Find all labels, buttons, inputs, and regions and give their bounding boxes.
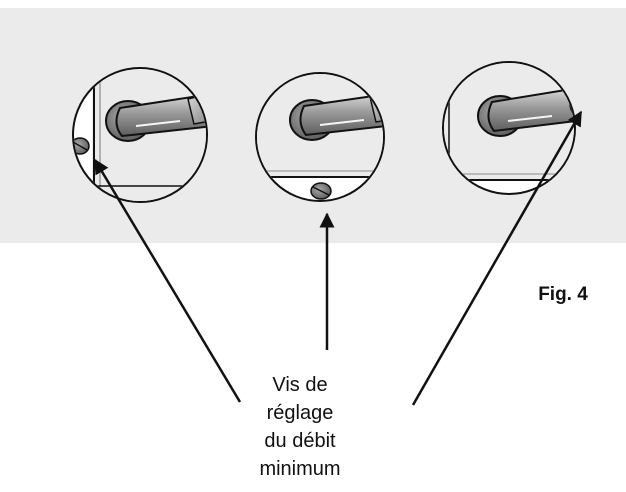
magnifier-circle-right bbox=[442, 61, 576, 195]
caption: Vis de réglage du débit minimum bbox=[259, 374, 340, 480]
pointer-arrow-left bbox=[93, 158, 242, 403]
figure-label: Fig. 4 bbox=[538, 284, 588, 305]
caption-line-2: réglage bbox=[267, 402, 334, 424]
caption-line-1: Vis de bbox=[272, 374, 327, 396]
caption-line-3: du débit bbox=[264, 430, 336, 452]
bottom-adjustment-screw bbox=[310, 182, 332, 200]
pointer-arrow-right bbox=[411, 110, 583, 406]
caption-line-4: minimum bbox=[259, 458, 340, 480]
